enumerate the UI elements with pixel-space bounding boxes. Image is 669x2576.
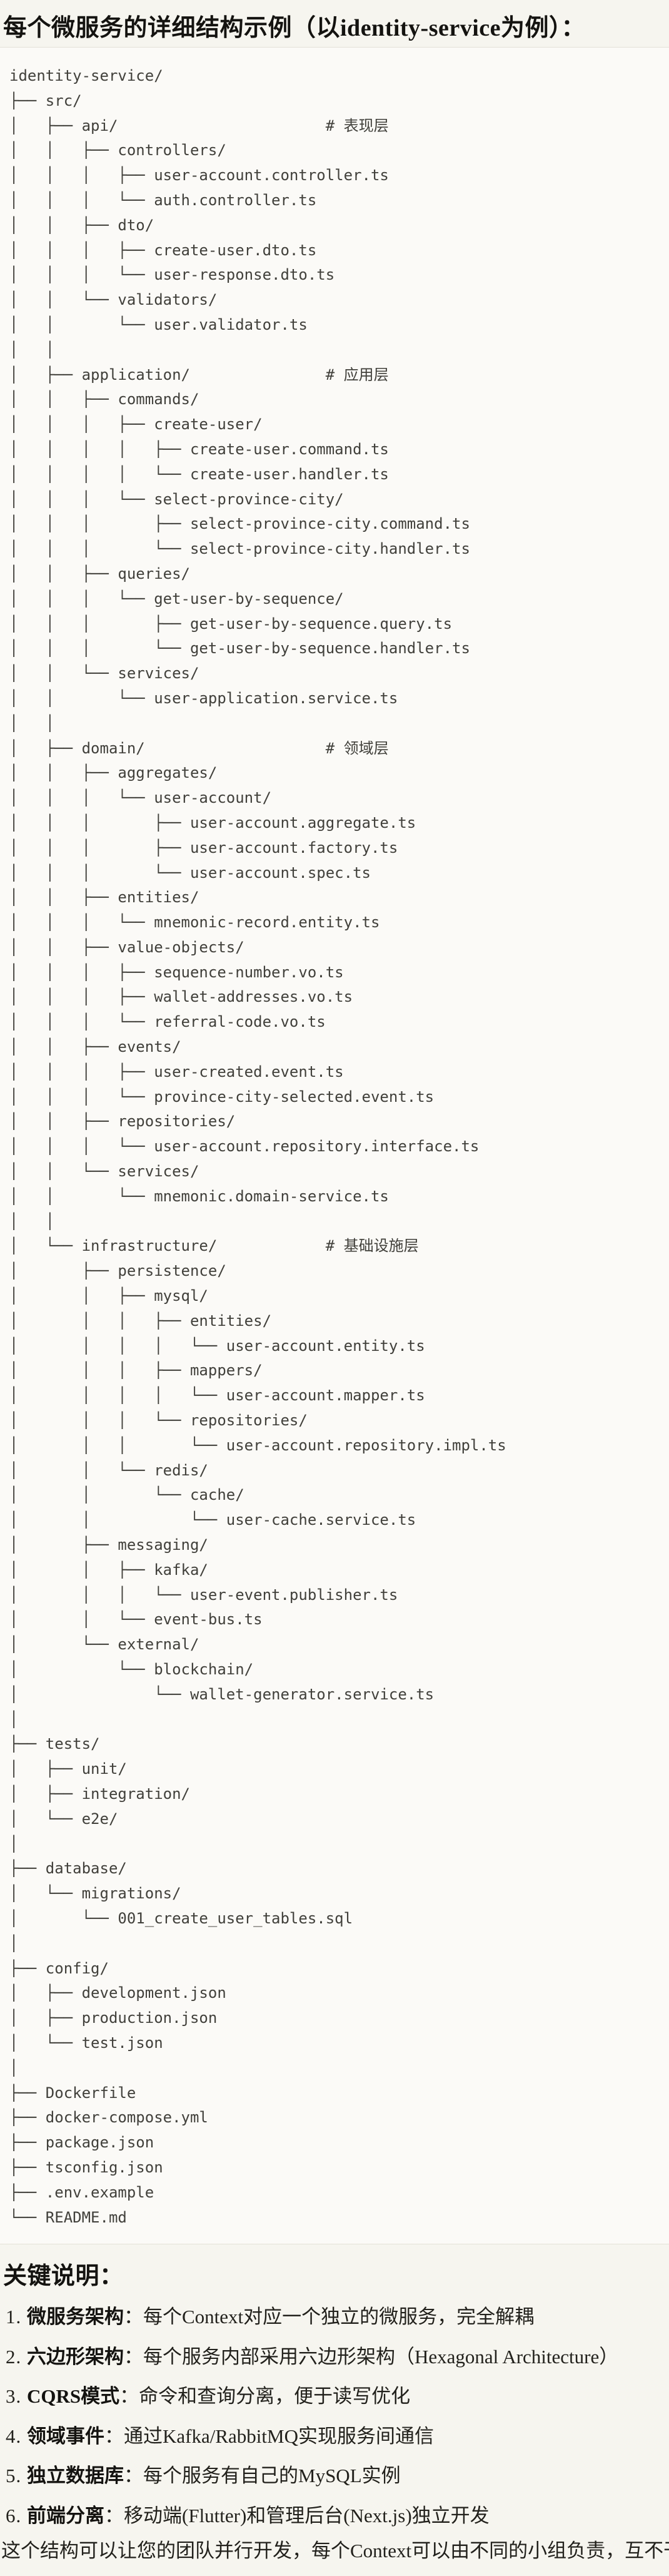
directory-tree: identity-service/ ├── src/ │ ├── api/ # … [9, 67, 506, 2226]
item-label: 独立数据库 [27, 2465, 124, 2487]
notes-list: 1. 微服务架构：每个Context对应一个独立的微服务，完全解耦 2. 六边形… [0, 2297, 669, 2535]
code-block: identity-service/ ├── src/ │ ├── api/ # … [0, 47, 669, 2245]
list-item: 3. CQRS模式：命令和查询分离，便于读写优化 [0, 2376, 669, 2416]
item-text: ：通过Kafka/RabbitMQ实现服务间通信 [104, 2425, 434, 2447]
item-label: 领域事件 [27, 2425, 104, 2447]
closing-paragraph: 这个结构可以让您的团队并行开发，每个Context可以由不同的小组负责，互不干扰… [1, 2540, 669, 2562]
page-title: 每个微服务的详细结构示例（以identity-service为例）： [3, 15, 586, 41]
item-text: ：命令和查询分离，便于读写优化 [119, 2385, 411, 2408]
item-text: ：每个服务有自己的MySQL实例 [124, 2465, 401, 2487]
item-text: ：每个Context对应一个独立的微服务，完全解耦 [124, 2306, 535, 2328]
item-label: 前端分离 [27, 2504, 104, 2527]
item-text: ：移动端(Flutter)和管理后台(Next.js)独立开发 [104, 2504, 490, 2527]
item-label: CQRS模式 [27, 2385, 120, 2408]
list-item: 4. 领域事件：通过Kafka/RabbitMQ实现服务间通信 [0, 2416, 669, 2456]
notes-heading: 关键说明： [3, 2263, 124, 2290]
list-item: 1. 微服务架构：每个Context对应一个独立的微服务，完全解耦 [0, 2297, 669, 2337]
item-number: 3. [6, 2385, 27, 2408]
list-item: 2. 六边形架构：每个服务内部采用六边形架构（Hexagonal Archite… [0, 2337, 669, 2377]
item-text: ：每个服务内部采用六边形架构（Hexagonal Architecture） [124, 2345, 619, 2368]
item-label: 微服务架构 [27, 2306, 124, 2328]
list-item: 5. 独立数据库：每个服务有自己的MySQL实例 [0, 2456, 669, 2496]
item-number: 1. [6, 2306, 27, 2328]
item-number: 2. [6, 2345, 27, 2368]
item-number: 6. [6, 2504, 27, 2527]
item-number: 5. [6, 2465, 27, 2487]
item-label: 六边形架构 [27, 2345, 124, 2368]
list-item: 6. 前端分离：移动端(Flutter)和管理后台(Next.js)独立开发 [0, 2496, 669, 2536]
item-number: 4. [6, 2425, 27, 2447]
